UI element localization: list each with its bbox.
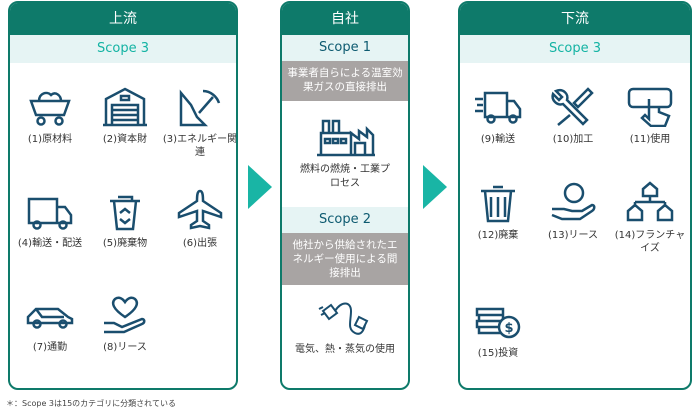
ore-cart-icon [29,91,71,126]
upstream-title: 上流 [10,3,236,35]
airplane-icon [177,189,223,230]
downstream-category-item: (13)リース [533,181,613,242]
footnote: ＊：Scope 3は15のカテゴリに分類されている [6,399,176,408]
downstream-scope: Scope 3 [460,35,690,63]
own-title: 自社 [282,3,408,35]
upstream-scope: Scope 3 [10,35,236,63]
category-label: (6)出張 [182,238,218,249]
upstream-category-item: (3)エネルギー関連 [160,85,238,159]
coins-dollar-icon: $ [475,307,521,339]
scope1-item-label: 燃料の燃焼・工業プロセス [300,164,390,189]
scope2-item-label: 電気、熱・蒸気の使用 [295,344,395,355]
category-label: (15)投資 [477,348,519,359]
category-label: (12)廃棄 [477,230,519,241]
mining-pickaxe-icon [179,89,221,127]
category-label: (14)フランチャイズ [614,230,686,254]
scope1-description: 事業者自らによる温室効果ガスの直接排出 [282,61,408,101]
scope2-label: Scope 2 [282,207,408,233]
own-company-panel: 自社 Scope 1 事業者自らによる温室効果ガスの直接排出 燃料の燃焼・工業プ… [280,1,410,390]
upstream-category-item: (2)資本財 [85,85,165,146]
coin-hand-icon [551,182,596,221]
downstream-category-item: (9)輸送 [460,85,538,146]
category-label: (5)廃棄物 [102,238,148,249]
category-label: (4)輸送・配送 [17,238,83,249]
hand-touch-icon [627,87,673,127]
category-label: (1)原材料 [27,134,73,145]
franchise-houses-icon [626,181,674,222]
category-label: (2)資本財 [102,134,148,145]
upstream-category-item: (7)通勤 [10,293,90,354]
upstream-category-item: (8)リース [85,293,165,354]
downstream-panel: 下流 Scope 3 (9)輸送 (10)加工 (11)使用 (12)廃棄 (13)リー… [458,1,692,390]
scope2-item: 電気、熱・蒸気の使用 [282,285,408,357]
category-label: (13)リース [547,230,599,241]
scope1-item: 燃料の燃焼・工業プロセス [282,101,408,207]
scope2-description: 他社から供給されたエネルギー使用による間接排出 [282,233,408,285]
truck-icon [27,197,73,230]
category-label: (10)加工 [552,134,594,145]
downstream-category-item: (10)加工 [533,85,613,146]
warehouse-icon [103,87,147,127]
downstream-category-item: (11)使用 [610,85,690,146]
downstream-category-item: (12)廃棄 [460,181,538,242]
category-label: (7)通勤 [32,342,68,353]
upstream-category-item: (1)原材料 [10,85,90,146]
trash-icon [481,185,515,223]
factory-icon [317,119,375,157]
downstream-category-item: $ (15)投資 [460,299,538,360]
recycle-bin-icon [110,195,140,231]
upstream-category-item: (6)出張 [160,189,236,250]
downstream-category-item: (14)フランチャイズ [610,181,690,255]
category-label: (9)輸送 [480,134,516,145]
downstream-title: 下流 [460,3,690,35]
category-label: (8)リース [103,342,147,353]
arrow-right-icon [423,165,447,209]
plug-icon [318,302,369,335]
fast-truck-icon [475,91,522,124]
heart-hand-icon [104,296,146,334]
car-icon [26,307,74,329]
upstream-category-item: (4)輸送・配送 [10,189,90,250]
svg-text:$: $ [504,321,513,336]
upstream-panel: 上流 Scope 3 (1)原材料 (2)資本財 (3)エネルギー関連 (4)輸送・配… [8,1,238,390]
tools-icon [551,87,594,126]
upstream-category-item: (5)廃棄物 [85,189,165,250]
category-label: (3)エネルギー関連 [162,134,238,158]
category-label: (11)使用 [629,134,671,145]
scope1-label: Scope 1 [282,35,408,61]
arrow-right-icon [248,165,272,209]
